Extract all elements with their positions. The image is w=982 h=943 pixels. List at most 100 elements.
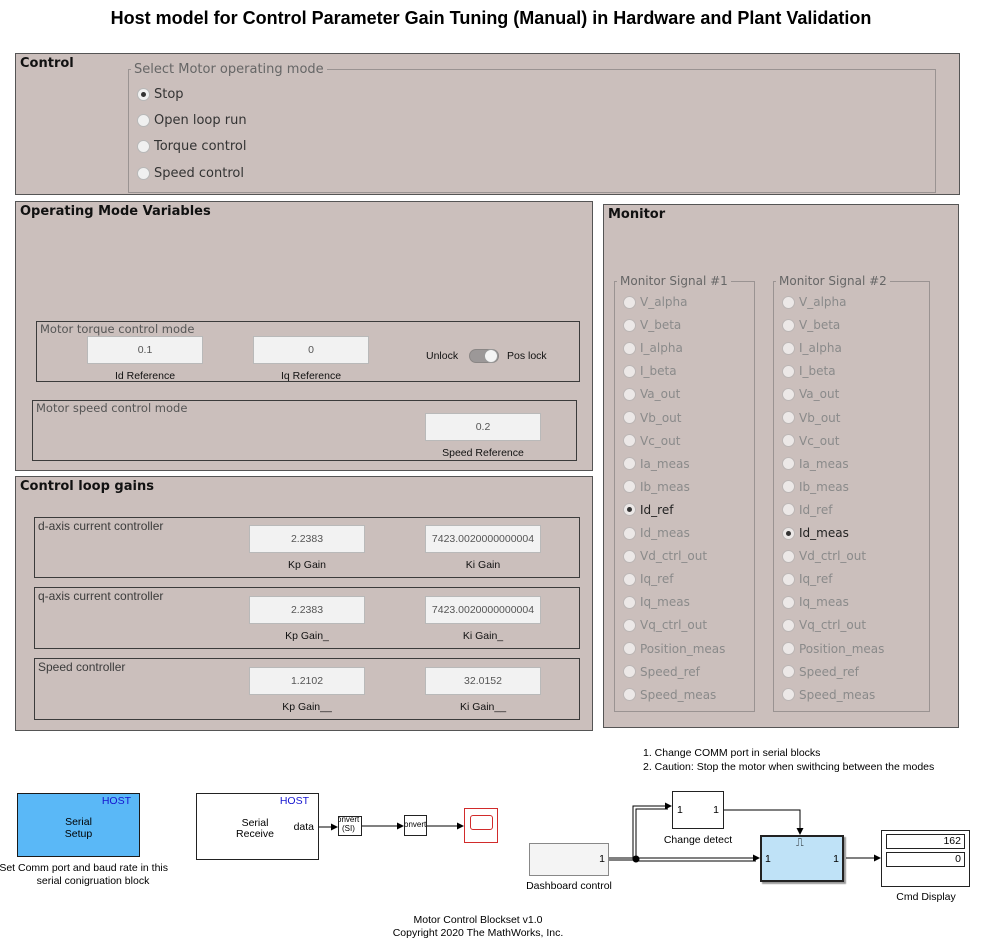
monitor-signal-label: Vb_out <box>799 410 841 425</box>
radio-selected-icon <box>782 526 795 540</box>
d-axis-kp-label: Kp Gain <box>288 559 326 571</box>
id-reference-field[interactable]: 0.1 <box>87 336 203 364</box>
monitor-2-radio-va-out[interactable]: Va_out <box>782 387 839 401</box>
monitor-signal-label: Id_ref <box>640 502 674 517</box>
monitor-2-radio-ib-meas[interactable]: Ib_meas <box>782 480 849 494</box>
monitor-1-radio-ib-meas[interactable]: Ib_meas <box>623 480 690 494</box>
monitor-2-radio-vc-out[interactable]: Vc_out <box>782 434 839 448</box>
serial-receive-block[interactable]: HOST Serial Receive data <box>196 793 319 860</box>
monitor-1-radio-ia-meas[interactable]: Ia_meas <box>623 457 690 471</box>
monitor-2-radio-vd-ctrl-out[interactable]: Vd_ctrl_out <box>782 549 866 563</box>
torque-mode-label: Motor torque control mode <box>40 322 195 336</box>
radio-icon <box>782 480 795 494</box>
monitor-1-radio-id-meas[interactable]: Id_meas <box>623 526 690 540</box>
d-axis-kp-field[interactable]: 2.2383 <box>249 525 365 553</box>
mode-radio-stop[interactable]: Stop <box>137 87 184 102</box>
monitor-2-radio-ia-meas[interactable]: Ia_meas <box>782 457 849 471</box>
mode-radio-torque[interactable]: Torque control <box>137 139 247 154</box>
q-axis-group: q-axis current controller <box>34 587 580 649</box>
operating-mode-group: Select Motor operating mode <box>128 62 936 193</box>
dashboard-port-label: 1 <box>599 853 605 865</box>
monitor-2-radio-position-meas[interactable]: Position_meas <box>782 642 884 656</box>
radio-icon <box>782 572 795 586</box>
monitor-2-radio-v-beta[interactable]: V_beta <box>782 318 840 332</box>
scope-block[interactable] <box>464 808 498 843</box>
dashboard-control-block[interactable]: 1 <box>529 843 609 876</box>
monitor-1-radio-iq-meas[interactable]: Iq_meas <box>623 595 690 609</box>
footer-line-2: Copyright 2020 The MathWorks, Inc. <box>392 927 564 939</box>
monitor-1-radio-v-beta[interactable]: V_beta <box>623 318 681 332</box>
iq-reference-field[interactable]: 0 <box>253 336 369 364</box>
monitor-2-radio-v-alpha[interactable]: V_alpha <box>782 295 846 309</box>
id-reference-label: Id Reference <box>114 370 176 382</box>
change-detect-block[interactable]: 1 1 <box>672 791 724 829</box>
monitor-1-radio-i-alpha[interactable]: I_alpha <box>623 341 683 355</box>
radio-icon <box>782 387 795 401</box>
convert-label: onvert <box>404 820 427 829</box>
radio-icon <box>782 503 795 517</box>
q-axis-kp-field[interactable]: 2.2383 <box>249 596 365 624</box>
monitor-1-radio-position-meas[interactable]: Position_meas <box>623 642 725 656</box>
monitor-1-radio-vb-out[interactable]: Vb_out <box>623 411 681 425</box>
convert-block[interactable]: onvert <box>404 815 427 836</box>
radio-icon <box>623 688 636 702</box>
monitor-signal-label: Speed_ref <box>640 664 700 679</box>
note-line-1: 1. Change COMM port in serial blocks <box>643 747 821 759</box>
monitor-1-radio-v-alpha[interactable]: V_alpha <box>623 295 687 309</box>
cmd-display-block[interactable]: 162 0 <box>881 830 970 887</box>
radio-icon <box>137 167 150 180</box>
monitor-1-radio-vq-ctrl-out[interactable]: Vq_ctrl_out <box>623 618 707 632</box>
convert-si-block[interactable]: onvert (SI) <box>338 816 362 836</box>
change-detect-in-port: 1 <box>677 804 683 816</box>
radio-icon <box>623 642 636 655</box>
q-axis-label: q-axis current controller <box>38 589 164 603</box>
monitor-signal-label: Iq_ref <box>799 572 833 587</box>
monitor-2-radio-iq-meas[interactable]: Iq_meas <box>782 595 849 609</box>
torque-mode-group: Motor torque control mode <box>36 321 580 382</box>
monitor-signal-label: I_alpha <box>640 341 683 356</box>
operating-mode-legend: Select Motor operating mode <box>134 62 324 77</box>
monitor-2-radio-vb-out[interactable]: Vb_out <box>782 411 840 425</box>
mode-radio-open-loop[interactable]: Open loop run <box>137 113 247 128</box>
monitor-1-radio-id-ref[interactable]: Id_ref <box>623 503 673 517</box>
mode-radio-label: Torque control <box>154 139 247 154</box>
monitor-1-radio-speed-ref[interactable]: Speed_ref <box>623 665 700 679</box>
monitor-2-radio-id-ref[interactable]: Id_ref <box>782 503 832 517</box>
speed-ki-label: Ki Gain__ <box>459 701 507 713</box>
radio-icon <box>623 411 636 424</box>
monitor-1-radio-vc-out[interactable]: Vc_out <box>623 434 680 448</box>
q-axis-ki-field[interactable]: 7423.0020000000004 <box>425 596 541 624</box>
monitor-2-radio-speed-meas[interactable]: Speed_meas <box>782 688 875 702</box>
position-lock-toggle[interactable] <box>469 349 499 363</box>
d-axis-ki-label: Ki Gain <box>465 559 501 571</box>
monitor-signal-label: Speed_ref <box>799 664 859 679</box>
monitor-1-radio-vd-ctrl-out[interactable]: Vd_ctrl_out <box>623 549 707 563</box>
monitor-1-radio-iq-ref[interactable]: Iq_ref <box>623 572 673 586</box>
mode-radio-speed[interactable]: Speed control <box>137 166 244 181</box>
monitor-2-radio-i-alpha[interactable]: I_alpha <box>782 341 842 355</box>
monitor-2-radio-i-beta[interactable]: I_beta <box>782 364 836 378</box>
page-title: Host model for Control Parameter Gain Tu… <box>110 8 872 28</box>
monitor-signal-label: Id_meas <box>640 526 690 540</box>
convert-si-label: onvert <box>338 816 360 824</box>
monitor-2-radio-id-meas[interactable]: Id_meas <box>782 526 849 540</box>
monitor-2-radio-iq-ref[interactable]: Iq_ref <box>782 572 832 586</box>
monitor-2-radio-vq-ctrl-out[interactable]: Vq_ctrl_out <box>782 618 866 632</box>
monitor-1-radio-i-beta[interactable]: I_beta <box>623 364 677 378</box>
d-axis-ki-field[interactable]: 7423.0020000000004 <box>425 525 541 553</box>
speed-reference-field[interactable]: 0.2 <box>425 413 541 441</box>
mode-radio-label: Stop <box>154 87 184 102</box>
monitor-signal-label: Ib_meas <box>799 479 849 494</box>
radio-icon <box>782 411 795 424</box>
serial-setup-caption-1: Set Comm port and baud rate in this <box>0 862 168 874</box>
serial-setup-block[interactable]: HOST Serial Setup <box>17 793 140 857</box>
monitor-signal-label: Position_meas <box>640 641 726 656</box>
radio-icon <box>623 295 636 309</box>
monitor-2-radio-speed-ref[interactable]: Speed_ref <box>782 665 859 679</box>
speed-kp-field[interactable]: 1.2102 <box>249 667 365 695</box>
monitor-1-radio-va-out[interactable]: Va_out <box>623 387 680 401</box>
speed-ki-field[interactable]: 32.0152 <box>425 667 541 695</box>
triggered-subsystem-block[interactable]: ⎍ 1 1 <box>760 835 844 882</box>
monitor-signal-label: Vc_out <box>799 433 840 448</box>
monitor-1-radio-speed-meas[interactable]: Speed_meas <box>623 688 716 702</box>
